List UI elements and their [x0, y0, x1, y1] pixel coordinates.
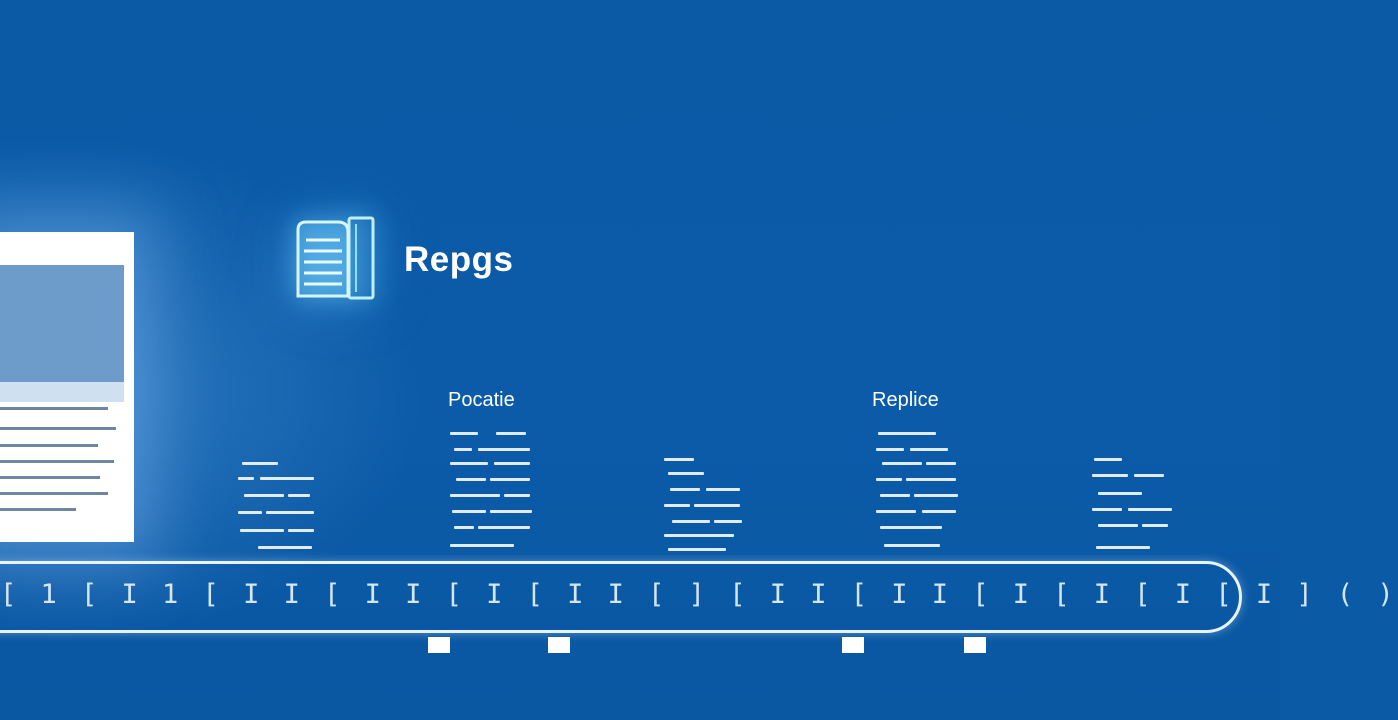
document-line — [0, 476, 100, 479]
track-glyph-row: [ 1 [ I 1 [ I I [ I I [ I [ I I [ ] [ I … — [0, 579, 1398, 610]
document-stack-icon — [292, 216, 378, 300]
section-label-left: Pocatie — [448, 389, 515, 411]
document-line — [0, 508, 76, 511]
track-tab — [842, 637, 864, 653]
track-tab — [548, 637, 570, 653]
conveyor-track — [0, 561, 1242, 633]
document-highlight-bar — [0, 382, 124, 402]
app-title: Repgs — [404, 240, 514, 279]
document-line — [0, 427, 116, 430]
document-line — [0, 492, 108, 495]
track-tab — [964, 637, 986, 653]
text-line-column — [238, 462, 318, 552]
section-label-right: Replice — [872, 389, 939, 411]
document-line — [0, 407, 108, 410]
document-line — [0, 460, 114, 463]
document-card — [0, 232, 134, 542]
text-line-column — [1092, 458, 1178, 552]
track-tab — [428, 637, 450, 653]
text-line-column — [664, 458, 746, 552]
document-header-block — [0, 265, 124, 385]
document-line — [0, 444, 98, 447]
text-line-column — [876, 432, 962, 552]
text-line-column — [450, 432, 536, 552]
